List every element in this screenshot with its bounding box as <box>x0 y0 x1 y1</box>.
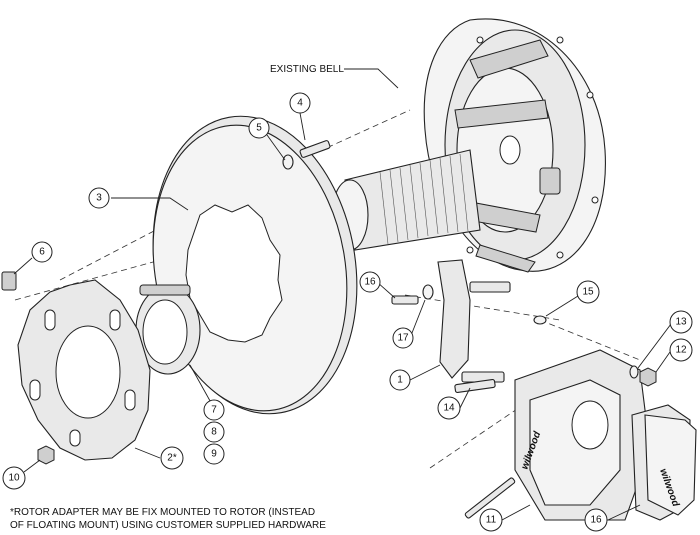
existing-bell-label: EXISTING BELL <box>270 64 399 89</box>
callout-10: 10 <box>2 459 41 490</box>
svg-text:12: 12 <box>675 345 687 356</box>
svg-text:3: 3 <box>96 193 102 204</box>
svg-text:6: 6 <box>39 247 45 258</box>
nut-12 <box>639 367 657 387</box>
callout-16: 16 <box>584 504 641 532</box>
callout-4: 4 <box>289 92 311 141</box>
callout-7: 7 <box>189 364 225 421</box>
callout-17: 16 <box>359 271 396 299</box>
callout-9: 9 <box>203 443 225 465</box>
svg-text:13: 13 <box>675 317 687 328</box>
svg-text:17: 17 <box>397 333 409 344</box>
svg-text:16: 16 <box>590 515 602 526</box>
svg-text:8: 8 <box>211 427 217 438</box>
callout-3: 3 <box>88 187 189 211</box>
washer-5 <box>282 154 294 170</box>
rotor-adapter-ring <box>135 284 201 375</box>
rotor-adapter-note: *ROTOR ADAPTER MAY BE FIX MOUNTED TO ROT… <box>10 506 326 532</box>
svg-text:16: 16 <box>364 277 376 288</box>
callout-15: 15 <box>545 280 600 317</box>
pad-pin <box>464 477 516 519</box>
existing-bell-text: EXISTING BELL <box>270 64 344 75</box>
callout-14: 14 <box>437 387 471 420</box>
callout-18: 17 <box>392 299 426 349</box>
brake-pads: wilwood <box>631 404 697 521</box>
washer-18 <box>422 284 434 300</box>
callout-13: 13 <box>637 310 693 369</box>
existing-bell <box>423 18 606 273</box>
callout-11: 11 <box>479 504 531 532</box>
callout-1: 1 <box>389 364 441 391</box>
svg-text:10: 10 <box>8 473 20 484</box>
svg-text:2*: 2* <box>167 453 177 464</box>
lug-nut-6 <box>1 271 17 291</box>
caliper: wilwood <box>514 349 651 521</box>
lug-nut-10 <box>37 445 55 465</box>
callout-8: 8 <box>203 421 225 443</box>
bolt-17 <box>391 295 419 305</box>
svg-text:11: 11 <box>486 515 497 526</box>
stud-14 <box>454 378 496 394</box>
callout-5: 5 <box>248 117 286 161</box>
svg-text:4: 4 <box>297 98 303 109</box>
callout-12: 12 <box>655 338 693 373</box>
rotor-adapter-plate <box>17 279 151 461</box>
note-line-1: *ROTOR ADAPTER MAY BE FIX MOUNTED TO ROT… <box>10 507 316 518</box>
pin-13 <box>629 365 639 379</box>
washer-15 <box>533 315 547 325</box>
svg-text:1: 1 <box>397 375 403 386</box>
svg-text:15: 15 <box>582 287 594 298</box>
callout-6: 6 <box>13 241 53 275</box>
svg-text:9: 9 <box>211 449 217 460</box>
bolt-4 <box>299 140 331 158</box>
caliper-bracket <box>437 259 511 383</box>
svg-text:7: 7 <box>211 405 217 416</box>
splined-shaft <box>331 149 481 251</box>
svg-text:5: 5 <box>256 123 262 134</box>
note-line-2: OF FLOATING MOUNT) USING CUSTOMER SUPPLI… <box>10 520 326 531</box>
svg-text:14: 14 <box>443 403 455 414</box>
callout-2: 2* <box>134 446 184 470</box>
rotor <box>152 115 358 415</box>
callouts: 3 4 5 6 7 8 9 2* 10 16 17 1 14 15 13 12 … <box>2 92 693 532</box>
